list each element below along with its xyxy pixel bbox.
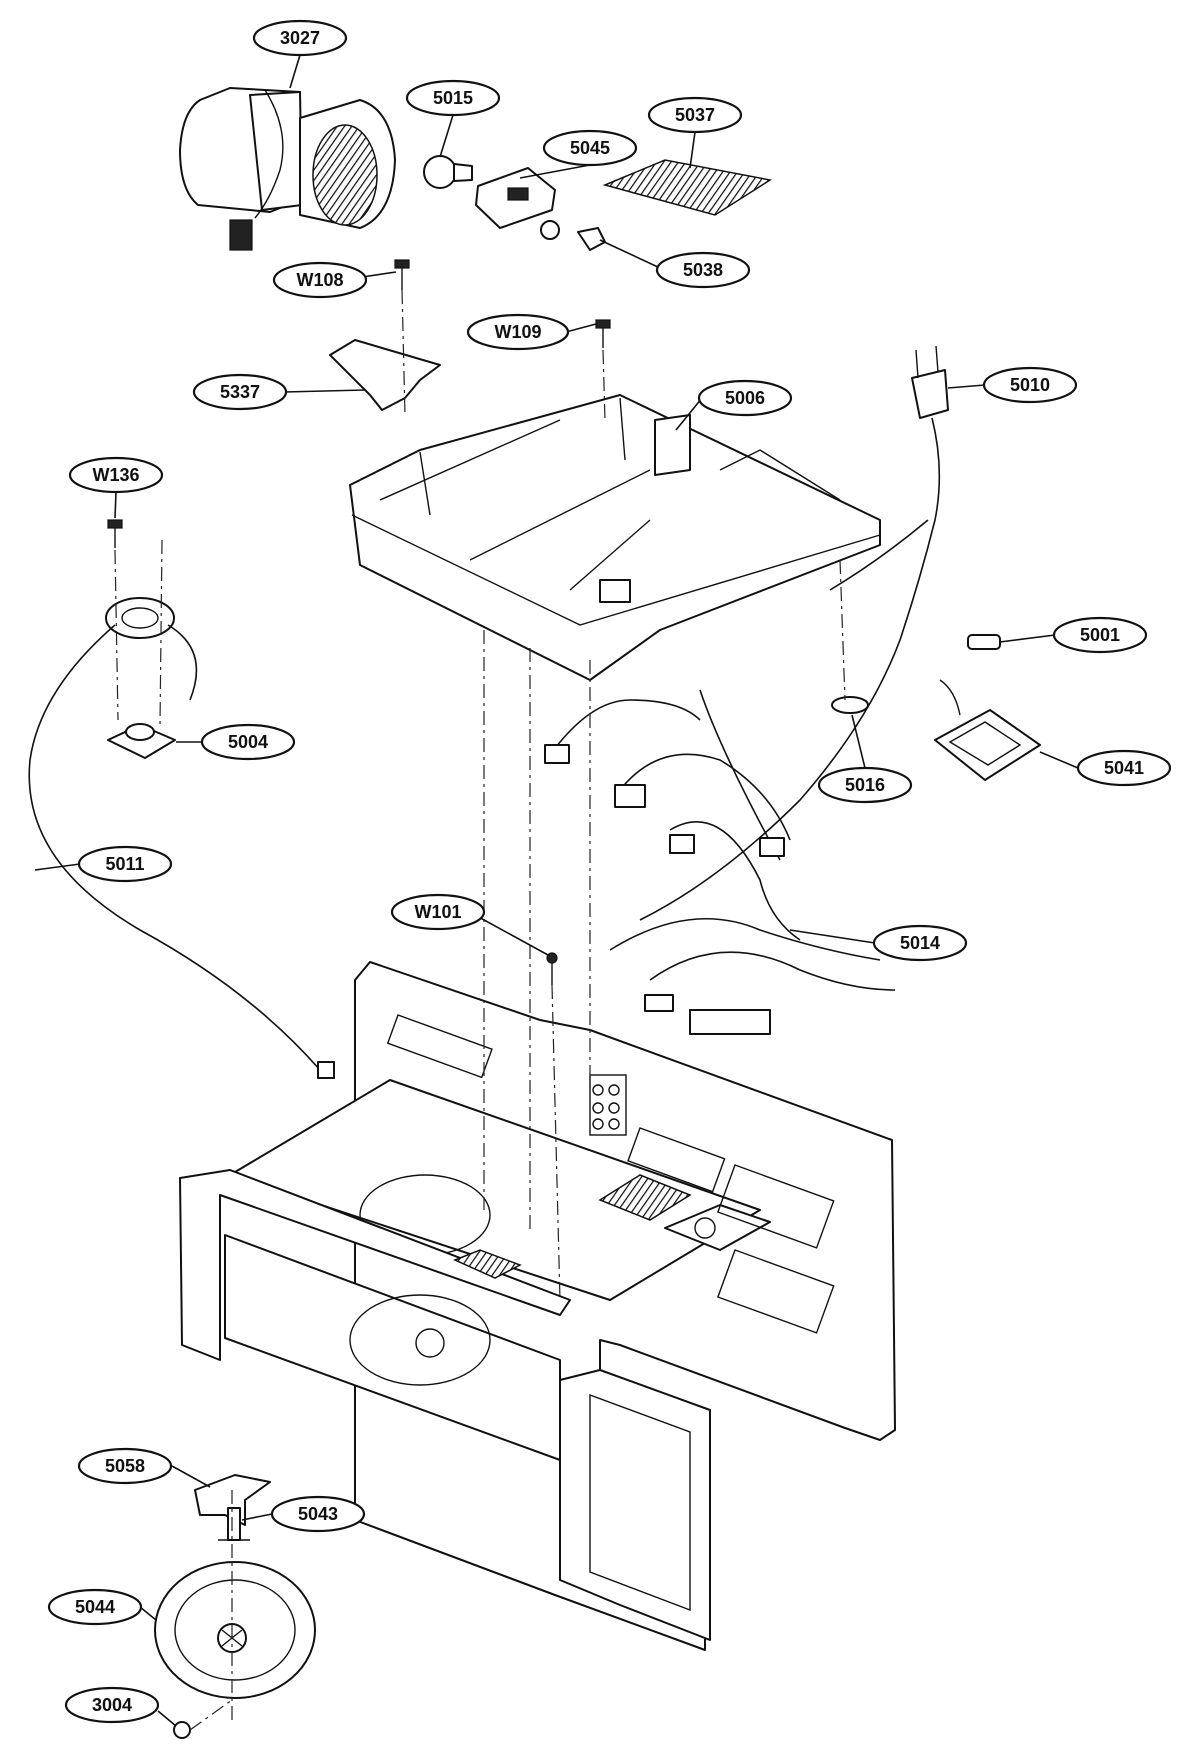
callout-5010: 5010 (982, 366, 1078, 404)
stirrer-motor-cover (154, 1561, 316, 1699)
callout-text-w108: W108 (296, 270, 343, 290)
power-cord (639, 345, 949, 921)
screw-w136 (107, 519, 123, 548)
callout-text-5010: 5010 (1010, 375, 1050, 395)
callout-text-5004: 5004 (228, 732, 268, 752)
callout-5337: 5337 (192, 373, 288, 411)
cover-plate (329, 339, 441, 411)
screw-w101 (546, 952, 558, 985)
callout-text-w101: W101 (414, 902, 461, 922)
fuse (967, 634, 1001, 650)
callout-text-5006: 5006 (725, 388, 765, 408)
callout-text-5043: 5043 (298, 1504, 338, 1524)
callout-text-5045: 5045 (570, 138, 610, 158)
callout-5006: 5006 (697, 379, 793, 417)
callout-w136: W136 (68, 456, 164, 494)
wire-harness (544, 689, 896, 1035)
callout-w101: W101 (390, 893, 486, 931)
callout-5037: 5037 (647, 96, 743, 134)
blower-fan-assembly (179, 87, 396, 251)
callout-text-5014: 5014 (900, 933, 940, 953)
stirrer-shaft (218, 1507, 250, 1541)
oven-cavity-frame (179, 961, 896, 1651)
callout-5011: 5011 (77, 845, 173, 883)
callout-text-5037: 5037 (675, 105, 715, 125)
screw-w108 (394, 259, 410, 290)
circuit-board (934, 679, 1041, 781)
nut (173, 1721, 191, 1739)
lamp-bulb (423, 155, 473, 189)
callout-3027: 3027 (252, 19, 348, 57)
callout-5045: 5045 (542, 129, 638, 167)
callout-3004: 3004 (64, 1686, 160, 1724)
callout-text-5038: 5038 (683, 260, 723, 280)
callout-text-5015: 5015 (433, 88, 473, 108)
callout-w109: W109 (466, 313, 570, 351)
callout-5038: 5038 (655, 251, 751, 289)
callout-5041: 5041 (1076, 749, 1172, 787)
screw-w109 (595, 319, 611, 348)
callout-text-3027: 3027 (280, 28, 320, 48)
lamp-socket (475, 167, 560, 240)
callout-5058: 5058 (77, 1447, 173, 1485)
callout-text-5011: 5011 (105, 854, 144, 874)
callout-w108: W108 (272, 261, 368, 299)
callout-5044: 5044 (47, 1588, 143, 1626)
callout-5014: 5014 (872, 924, 968, 962)
callout-5016: 5016 (817, 766, 913, 804)
callout-text-5041: 5041 (1104, 758, 1144, 778)
callout-5043: 5043 (270, 1495, 366, 1533)
callout-text-w109: W109 (494, 322, 541, 342)
grille-filter (602, 159, 772, 216)
door-switch (105, 597, 176, 759)
lamp-connector (577, 227, 606, 251)
callout-text-w136: W136 (92, 465, 139, 485)
thermostat (831, 696, 869, 714)
callout-5004: 5004 (200, 723, 296, 761)
callout-text-5337: 5337 (220, 382, 260, 402)
sensor-cable (28, 624, 335, 1079)
air-guide-frame (349, 394, 881, 681)
callout-text-5044: 5044 (75, 1597, 115, 1617)
callout-text-5016: 5016 (845, 775, 885, 795)
callout-text-5058: 5058 (105, 1456, 145, 1476)
callout-text-5001: 5001 (1080, 625, 1120, 645)
callout-text-3004: 3004 (92, 1695, 132, 1715)
callout-5001: 5001 (1052, 616, 1148, 654)
callout-5015: 5015 (405, 79, 501, 117)
leader-lines (34, 54, 1079, 1727)
